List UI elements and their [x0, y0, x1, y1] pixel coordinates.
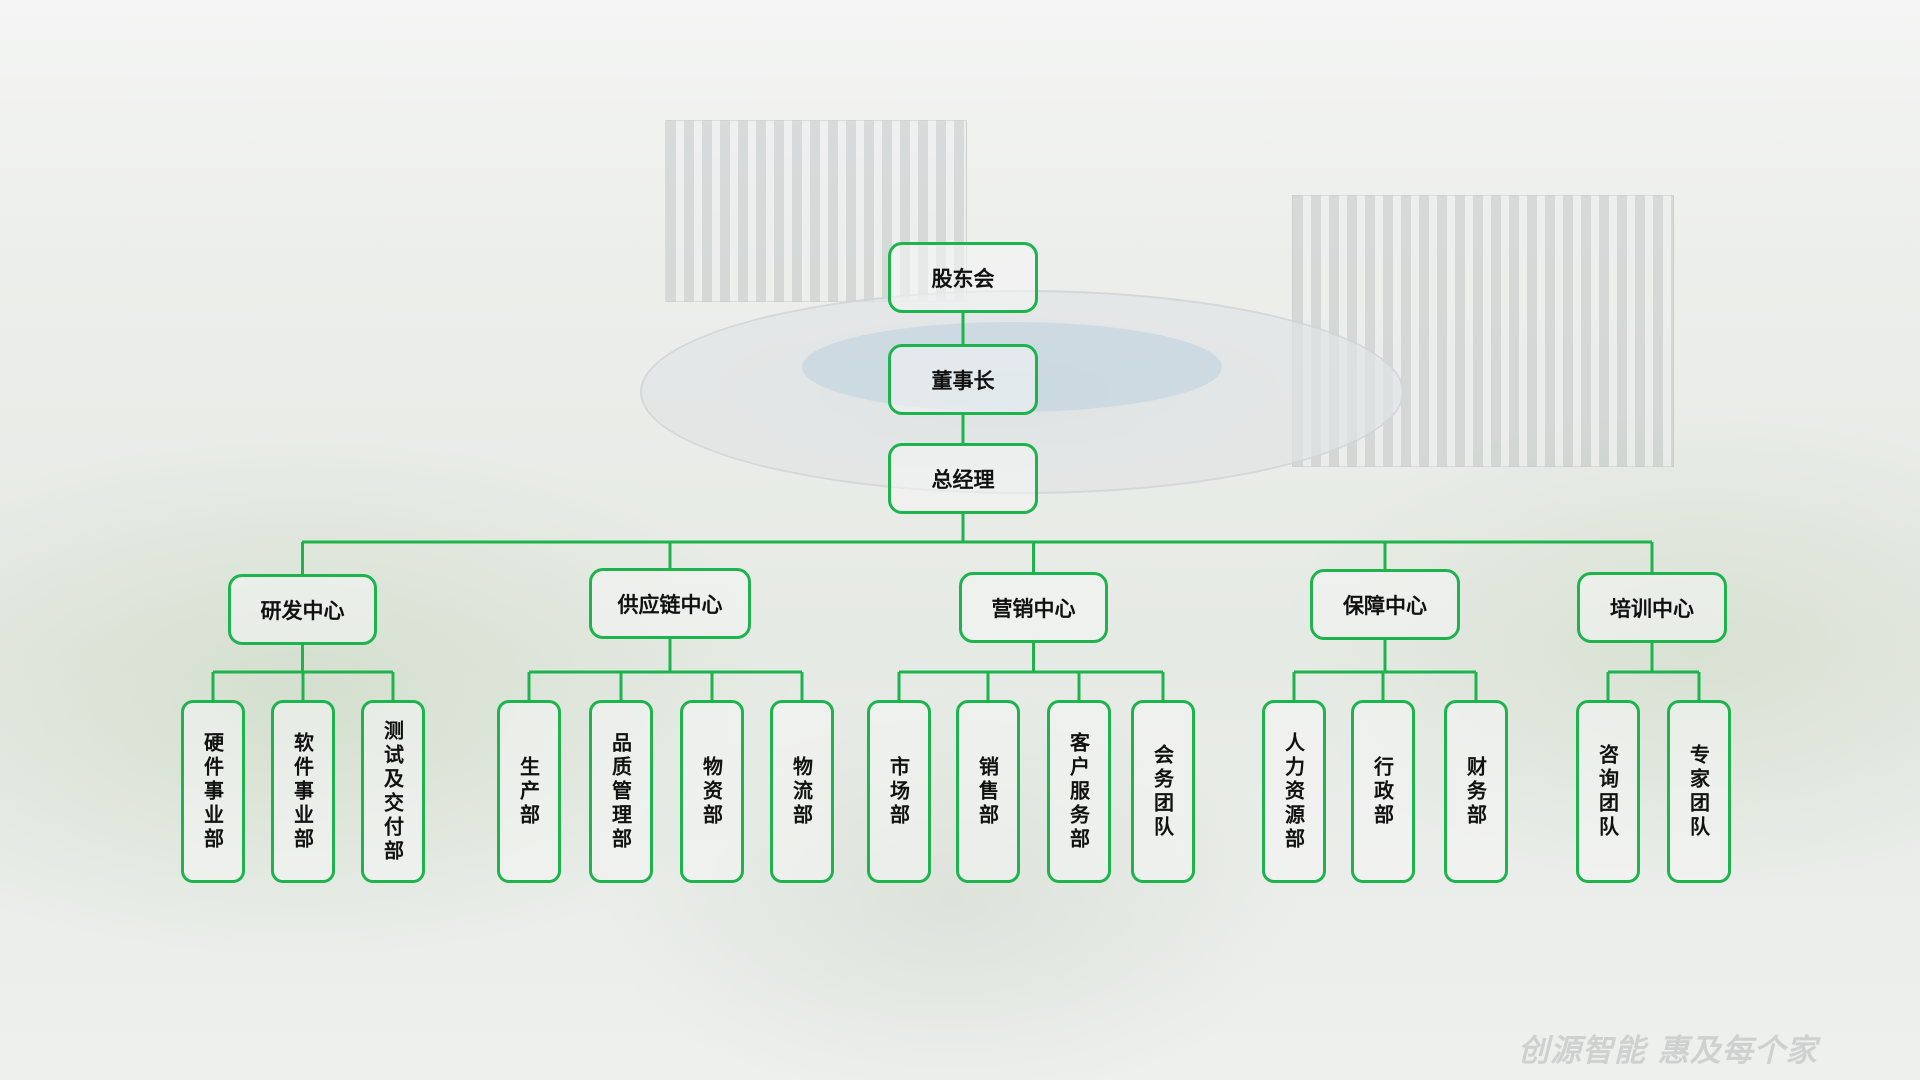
node-label: 生产部	[516, 755, 541, 828]
node-label: 硬件事业部	[200, 731, 225, 852]
node-department: 咨询团队	[1576, 700, 1640, 883]
node-label: 保障中心	[1343, 593, 1427, 618]
node-department: 会务团队	[1131, 700, 1195, 883]
node-label: 会务团队	[1150, 743, 1175, 840]
node-department: 测试及交付部	[361, 700, 425, 883]
node-center: 培训中心	[1577, 572, 1727, 643]
node-department: 物流部	[770, 700, 834, 883]
node-label: 股东会	[931, 266, 995, 291]
node-label: 测试及交付部	[380, 719, 405, 864]
slogan: 创源智能 惠及每个家	[1518, 1033, 1818, 1069]
node-department: 人力资源部	[1262, 700, 1326, 883]
node-label: 财务部	[1463, 755, 1488, 828]
node-label: 总经理	[931, 467, 995, 492]
node-label: 咨询团队	[1595, 743, 1620, 840]
node-department: 客户服务部	[1047, 700, 1111, 883]
node-label: 市场部	[886, 755, 911, 828]
node-department: 专家团队	[1667, 700, 1731, 883]
node-label: 物流部	[789, 755, 814, 828]
node-label: 专家团队	[1686, 743, 1711, 840]
node-department: 品质管理部	[589, 700, 653, 883]
node-department: 物资部	[680, 700, 744, 883]
node-department: 生产部	[497, 700, 561, 883]
node-label: 软件事业部	[290, 731, 315, 852]
node-label: 行政部	[1370, 755, 1395, 828]
node-label: 物资部	[699, 755, 724, 828]
node-center: 营销中心	[959, 572, 1108, 643]
node-department: 市场部	[867, 700, 931, 883]
node-label: 董事长	[931, 368, 995, 393]
node-department: 硬件事业部	[181, 700, 245, 883]
node-label: 人力资源部	[1281, 731, 1306, 852]
node-label: 客户服务部	[1066, 731, 1091, 852]
node-department: 销售部	[956, 700, 1020, 883]
node-label: 供应链中心	[617, 592, 723, 617]
node-label: 研发中心	[260, 598, 345, 623]
node-shareholders: 股东会	[888, 242, 1038, 313]
node-general-manager: 总经理	[888, 443, 1038, 514]
node-department: 财务部	[1444, 700, 1508, 883]
node-label: 销售部	[975, 755, 1000, 828]
node-label: 营销中心	[991, 596, 1076, 621]
node-label: 培训中心	[1610, 596, 1694, 621]
node-center: 研发中心	[228, 574, 377, 645]
node-label: 品质管理部	[608, 731, 633, 852]
node-department: 软件事业部	[271, 700, 335, 883]
node-department: 行政部	[1351, 700, 1415, 883]
node-center: 保障中心	[1310, 569, 1460, 640]
node-center: 供应链中心	[589, 568, 751, 639]
node-chairman: 董事长	[888, 344, 1038, 415]
